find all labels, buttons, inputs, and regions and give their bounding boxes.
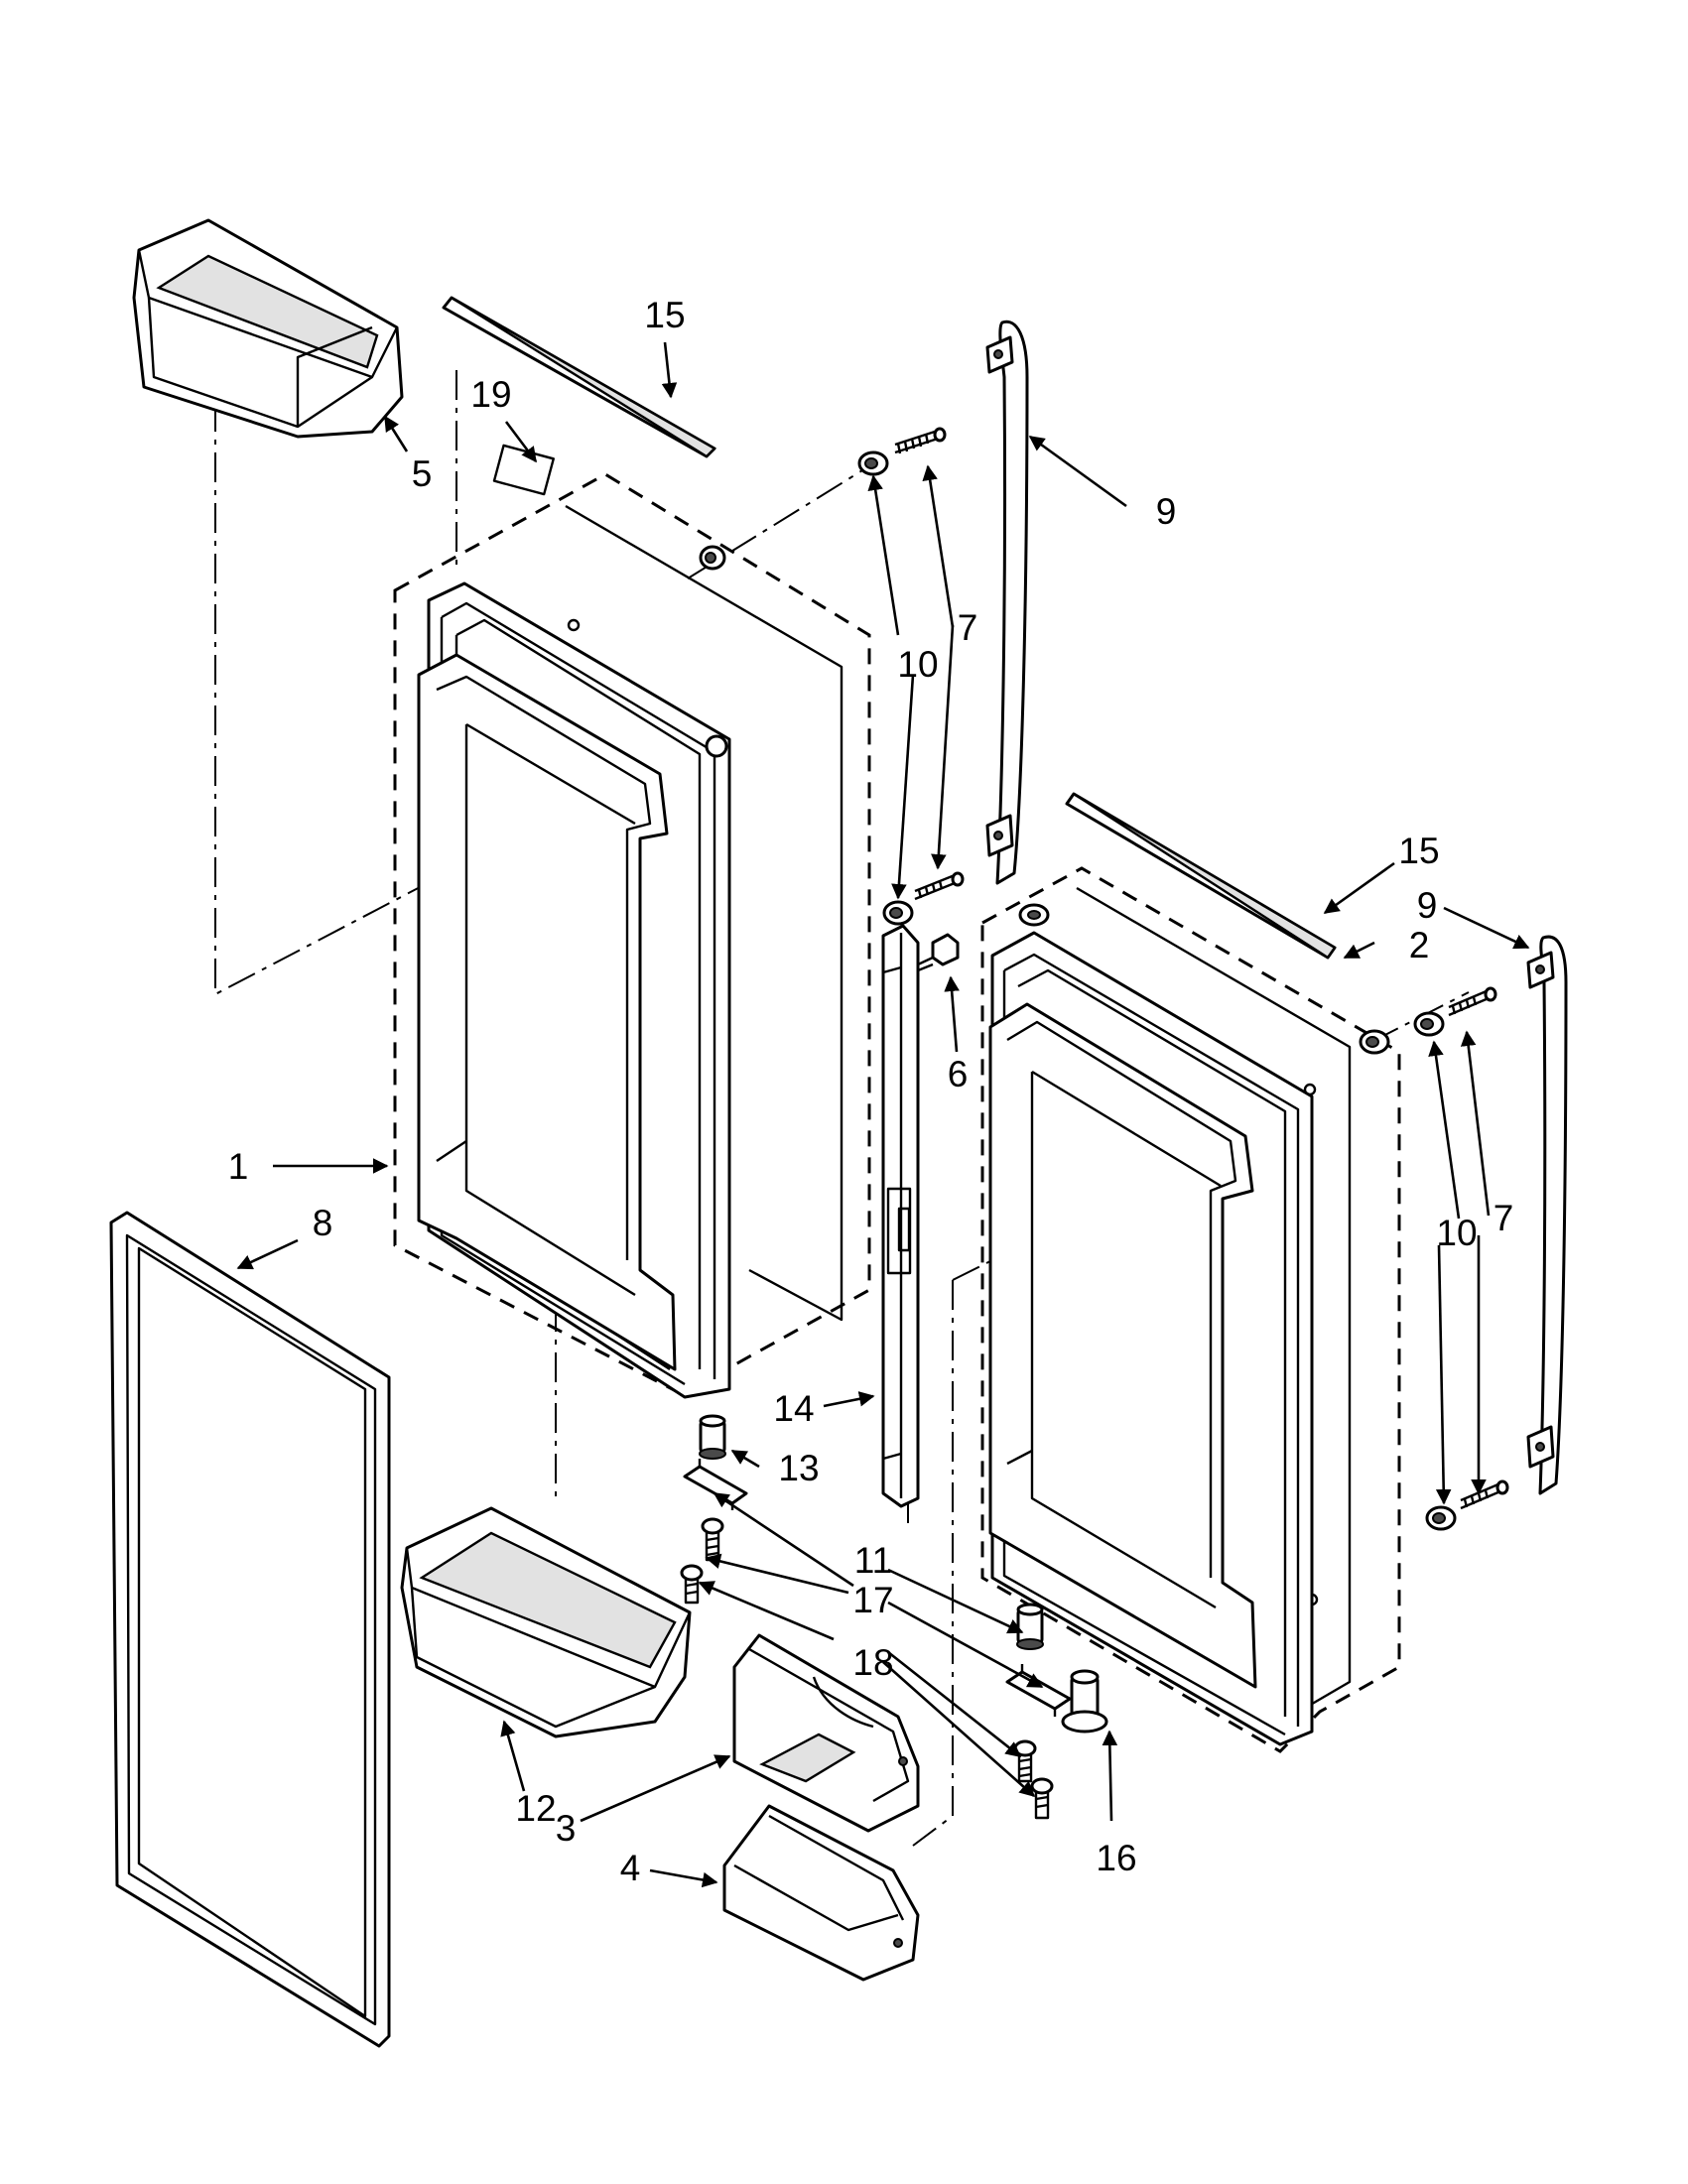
callout-4: 4 (620, 1848, 641, 1888)
callout-10-right: 10 (1436, 1213, 1477, 1253)
standoff-right-door (1359, 1029, 1390, 1055)
leader-lines (236, 341, 1530, 1888)
screw-upper-b (680, 1564, 704, 1605)
hinge-bracket-upper (683, 1459, 748, 1510)
door-gasket (109, 1211, 391, 2048)
door-bin-upper (132, 218, 404, 439)
callout-19: 19 (470, 374, 511, 415)
screw-upper-a (701, 1517, 724, 1562)
handle-lower (1526, 935, 1568, 1495)
screw-lower-a (1013, 1739, 1037, 1783)
standoff-right-b (1425, 1505, 1457, 1531)
standoff-upper-b (882, 900, 914, 926)
callout-18: 18 (852, 1642, 893, 1683)
center-mullion (881, 924, 920, 1508)
left-door-outline (393, 472, 871, 1396)
label-plate (492, 444, 555, 496)
callout-11: 11 (854, 1540, 892, 1581)
callout-7-upper: 7 (958, 607, 978, 648)
standoff-upper-a (857, 450, 889, 476)
callout-17: 17 (852, 1580, 893, 1620)
hinge-cap-left (699, 545, 726, 571)
trim-strip-upper (442, 296, 716, 458)
callout-13: 13 (778, 1448, 819, 1488)
callout-8: 8 (313, 1203, 333, 1243)
callout-15-right: 15 (1398, 831, 1439, 871)
hinge-pin-lower (1016, 1603, 1044, 1650)
callout-7-right: 7 (1493, 1198, 1514, 1238)
callout-labels: 1 2 3 4 5 6 7 7 8 9 9 10 10 10 10 11 12 … (228, 295, 1514, 1888)
callout-9-upper: 9 (1156, 491, 1177, 532)
callout-3: 3 (556, 1808, 577, 1849)
hinge-cover-lower (722, 1804, 920, 1982)
screw-right-b (1460, 1479, 1509, 1510)
screw-lower-b (1030, 1777, 1054, 1820)
trim-strip-lower (1065, 792, 1337, 960)
door-bin-lower (400, 1506, 692, 1738)
hinge-pin-upper (699, 1414, 726, 1460)
callout-14: 14 (773, 1388, 814, 1429)
standoff-right-a (1413, 1011, 1445, 1037)
screw-upper-d (914, 871, 965, 901)
screw-right-a (1448, 986, 1497, 1017)
callout-5: 5 (412, 453, 433, 494)
callout-16: 16 (1096, 1838, 1136, 1878)
handle-upper (985, 320, 1029, 885)
mullion-screw (916, 933, 960, 972)
callout-15-upper: 15 (644, 295, 685, 335)
callout-6: 6 (948, 1054, 969, 1094)
callout-10-upper: 10 (897, 644, 938, 685)
door-bearing (1061, 1669, 1108, 1734)
callout-12: 12 (515, 1788, 556, 1829)
left-door (417, 504, 844, 1399)
hinge-cover (732, 1633, 920, 1833)
callout-1: 1 (228, 1146, 249, 1187)
callout-2: 2 (1409, 925, 1430, 965)
screw-upper-c (894, 427, 947, 454)
right-door (988, 886, 1352, 1746)
hinge-bracket-lower (1005, 1664, 1072, 1717)
callout-9-right: 9 (1417, 885, 1438, 926)
